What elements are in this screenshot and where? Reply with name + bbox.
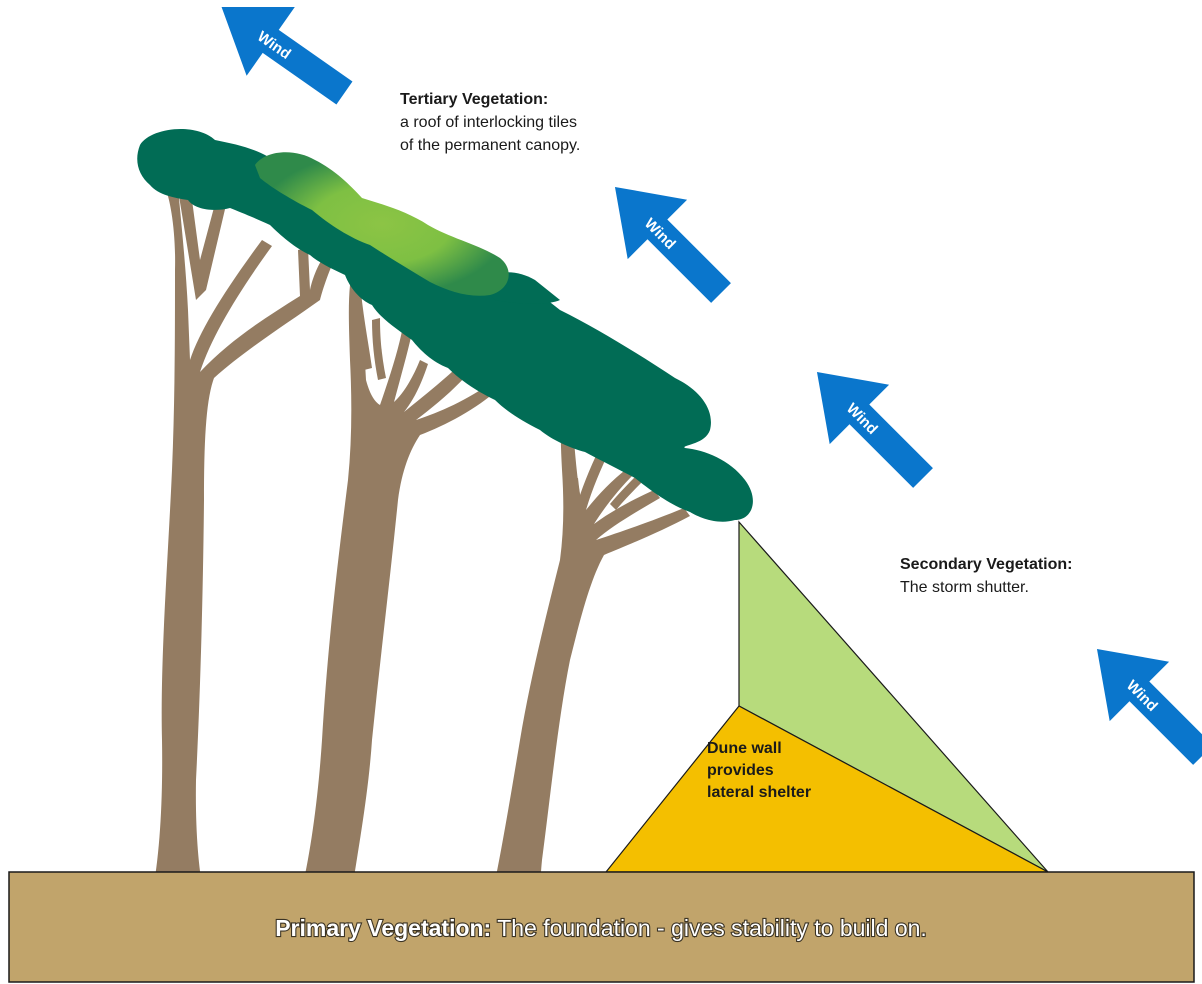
secondary-label: Secondary Vegetation: The storm shutter. [900,556,1073,596]
tree-1-trunk [150,188,338,905]
dune-line-3: lateral shelter [707,784,811,801]
wind-arrow: Wind [197,0,368,127]
primary-label: Primary Vegetation: The foundation - giv… [275,915,927,941]
wind-arrow: Wind [1067,619,1202,784]
wind-arrow: Wind [585,157,750,322]
dune-line-2: provides [707,762,774,779]
primary-text: The foundation - gives stability to buil… [491,915,927,941]
tree-2-branch [372,318,386,380]
canopy-dark-mass [137,129,753,522]
tertiary-title: Tertiary Vegetation: [400,91,548,108]
wind-arrow-icon [197,0,368,127]
wind-arrow-icon [1067,619,1202,784]
tertiary-line-2: of the permanent canopy. [400,137,580,154]
tertiary-canopy [137,129,753,522]
secondary-line-1: The storm shutter. [900,579,1029,596]
dune-line-1: Dune wall [707,740,782,757]
primary-title: Primary Vegetation: [275,915,491,941]
wind-arrow: Wind [787,342,952,507]
tertiary-label: Tertiary Vegetation: a roof of interlock… [400,91,580,154]
secondary-title: Secondary Vegetation: [900,556,1073,573]
tertiary-line-1: a roof of interlocking tiles [400,114,577,131]
